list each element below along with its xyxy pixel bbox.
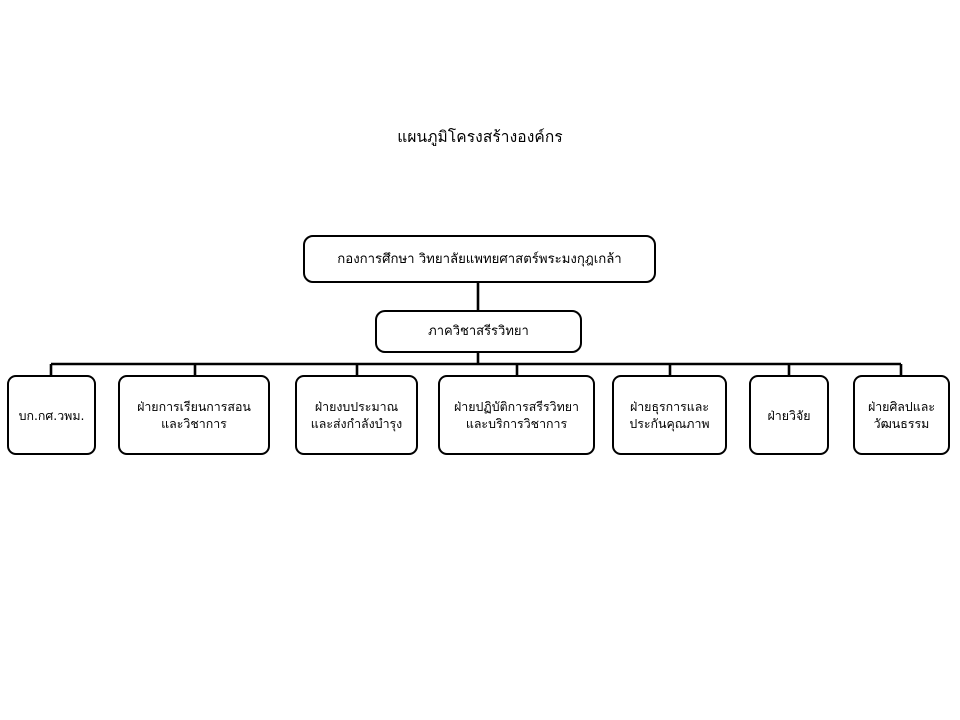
node-root-label: กองการศึกษา วิทยาลัยแพทยศาสตร์พระมงกุฎเก… [337, 251, 622, 267]
node-root[interactable]: กองการศึกษา วิทยาลัยแพทยศาสตร์พระมงกุฎเก… [303, 235, 656, 283]
node-unit-2-label: ฝ่ายการเรียนการสอน และวิชาการ [137, 399, 251, 431]
node-unit-6-label: ฝ่ายวิจัย [767, 407, 811, 423]
page-title: แผนภูมิโครงสร้างองค์กร [397, 128, 563, 146]
node-unit-3-label: ฝ่ายงบประมาณ และส่งกำลังบำรุง [310, 399, 403, 431]
node-unit-6[interactable]: ฝ่ายวิจัย [749, 375, 829, 455]
node-department-label: ภาควิชาสรีรวิทยา [428, 324, 529, 339]
node-unit-4-label: ฝ่ายปฏิบัติการสรีรวิทยา และบริการวิชาการ [454, 399, 579, 431]
node-unit-5[interactable]: ฝ่ายธุรการและ ประกันคุณภาพ [612, 375, 727, 455]
node-unit-1-label: บก.กศ.วพม. [18, 407, 85, 423]
node-unit-7[interactable]: ฝ่ายศิลปและ วัฒนธรรม [853, 375, 950, 455]
node-unit-7-label: ฝ่ายศิลปและ วัฒนธรรม [867, 399, 936, 431]
node-department[interactable]: ภาควิชาสรีรวิทยา [375, 310, 582, 353]
node-unit-4[interactable]: ฝ่ายปฏิบัติการสรีรวิทยา และบริการวิชาการ [438, 375, 595, 455]
node-unit-3[interactable]: ฝ่ายงบประมาณ และส่งกำลังบำรุง [295, 375, 418, 455]
node-unit-2[interactable]: ฝ่ายการเรียนการสอน และวิชาการ [118, 375, 270, 455]
node-unit-1[interactable]: บก.กศ.วพม. [7, 375, 96, 455]
node-unit-5-label: ฝ่ายธุรการและ ประกันคุณภาพ [629, 399, 710, 431]
